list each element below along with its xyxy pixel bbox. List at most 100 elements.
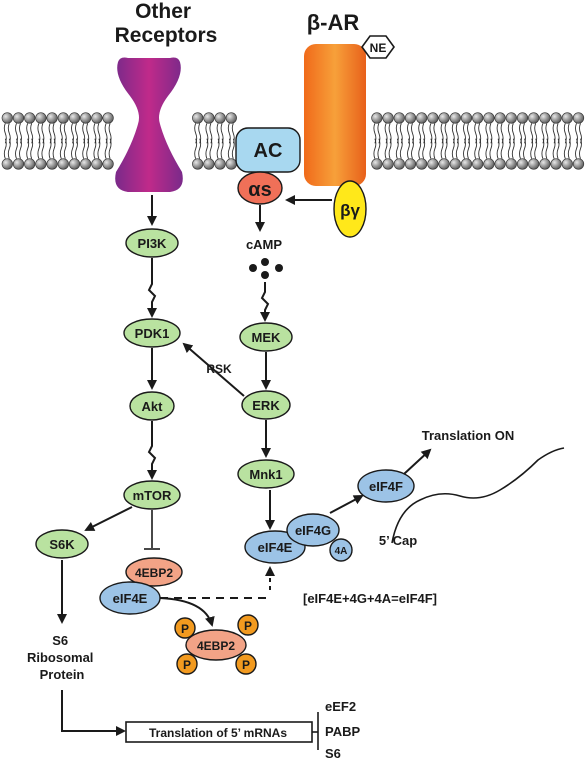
camp-dot-3 [275, 264, 283, 272]
lipid-head [561, 158, 573, 170]
other-receptor-shape [115, 57, 183, 192]
phospho-p-4 [235, 653, 257, 675]
translation-box-label: Translation of 5’ mRNAs [149, 726, 287, 740]
lipid-head [438, 112, 450, 124]
lipid-head [460, 112, 473, 124]
equation-label: [eIF4E+4G+4A=eIF4F] [303, 591, 437, 606]
phospho-p-3-label: P [183, 658, 191, 672]
phospho-p-1-label: P [181, 622, 189, 636]
lipid-head [550, 158, 562, 170]
rsk-label: RSK [206, 362, 232, 376]
lipid-head [46, 158, 58, 170]
pdk1-node [123, 318, 181, 348]
ac-label: AC [254, 140, 283, 162]
s6k-label: S6K [49, 537, 75, 552]
lipid-tail [82, 138, 90, 159]
lipid-head [68, 112, 81, 124]
lipid-head [192, 158, 204, 170]
lipid-head [91, 158, 103, 170]
lipid-tail [37, 138, 45, 159]
lipid-tail [194, 138, 202, 159]
lipid-head [494, 112, 506, 124]
lipid-head [225, 158, 237, 170]
target-s6: S6 [325, 746, 341, 758]
lipid-tail [541, 138, 549, 159]
lipid-head [460, 158, 473, 170]
lipid-tail [451, 138, 459, 159]
target-pabp: PABP [325, 724, 360, 739]
lipid-head [393, 112, 405, 124]
five-cap-label: 5’ Cap [379, 533, 417, 548]
lipid-head [68, 158, 81, 170]
four-a-node [329, 538, 353, 562]
lipid-tail [507, 138, 515, 159]
mtor-node [123, 480, 181, 510]
phospho-ebp2-node [185, 629, 247, 661]
lipid-tail [26, 138, 34, 159]
lipid-head [404, 158, 417, 170]
erk-node [241, 390, 291, 420]
eif4g-label: eIF4G [295, 523, 331, 538]
ac-enzyme [235, 127, 301, 173]
alpha-s-label: αs [248, 179, 271, 201]
lipid-head [550, 112, 562, 124]
lipid-head [438, 158, 450, 170]
mnk1-label: Mnk1 [249, 467, 282, 482]
lipid-tail [373, 138, 381, 159]
lipid-head [12, 112, 25, 124]
lipid-head [393, 158, 405, 170]
pdk1-label: PDK1 [135, 326, 170, 341]
lipid-head [24, 158, 36, 170]
lipid-head [494, 158, 506, 170]
lipid-tail [519, 138, 526, 159]
lipid-head [483, 112, 495, 124]
lipid-tail [440, 138, 448, 159]
lipid-tail [3, 138, 11, 159]
alpha-s-subunit [237, 171, 283, 205]
lipid-head [12, 158, 25, 170]
lipid-head [505, 158, 517, 170]
lipid-tail [216, 138, 224, 159]
lipid-tail [227, 138, 235, 159]
lipid-head [516, 158, 529, 170]
lipid-tail [59, 138, 67, 159]
beta-gamma-subunit [333, 180, 367, 238]
lipid-head [80, 158, 92, 170]
lipid-head [1, 158, 13, 170]
lipid-tail [496, 138, 504, 159]
pi3k-label: PI3K [138, 236, 168, 251]
ne-label: NE [370, 41, 387, 55]
lipid-tail [93, 138, 101, 159]
ne-hexagon [361, 35, 395, 59]
lipid-head [35, 158, 47, 170]
lipid-head [57, 158, 69, 170]
phospho-p-4-label: P [242, 658, 250, 672]
lipid-head [382, 112, 394, 124]
lipid-head [35, 112, 47, 124]
lipid-head [371, 112, 383, 124]
lipid-head [404, 112, 417, 124]
phospho-ebp2-complex: P P P P 4EBP2 [174, 614, 259, 675]
lipid-tail [407, 138, 414, 159]
lipid-tail [395, 138, 403, 159]
lipid-tail [563, 138, 571, 159]
s6-ribosomal-label: S6 Ribosomal Protein [27, 633, 97, 682]
target-eef2: eEF2 [325, 699, 356, 714]
akt-node [129, 391, 175, 421]
cell-membrane [1, 112, 585, 170]
lipid-tail [104, 138, 112, 159]
mek-node [239, 322, 293, 352]
mnk1-node [237, 459, 295, 489]
lipid-tail [71, 138, 78, 159]
lipid-head [80, 112, 92, 124]
lipid-tail [530, 138, 538, 159]
mrna-curve [391, 447, 565, 544]
lipid-head [91, 112, 103, 124]
eif4e-left-label: eIF4E [113, 591, 148, 606]
lipid-head [416, 112, 428, 124]
lipid-tail [474, 138, 482, 159]
lipid-tail [205, 138, 213, 159]
beta-gamma-label: βγ [340, 201, 360, 220]
akt-label: Akt [142, 399, 164, 414]
